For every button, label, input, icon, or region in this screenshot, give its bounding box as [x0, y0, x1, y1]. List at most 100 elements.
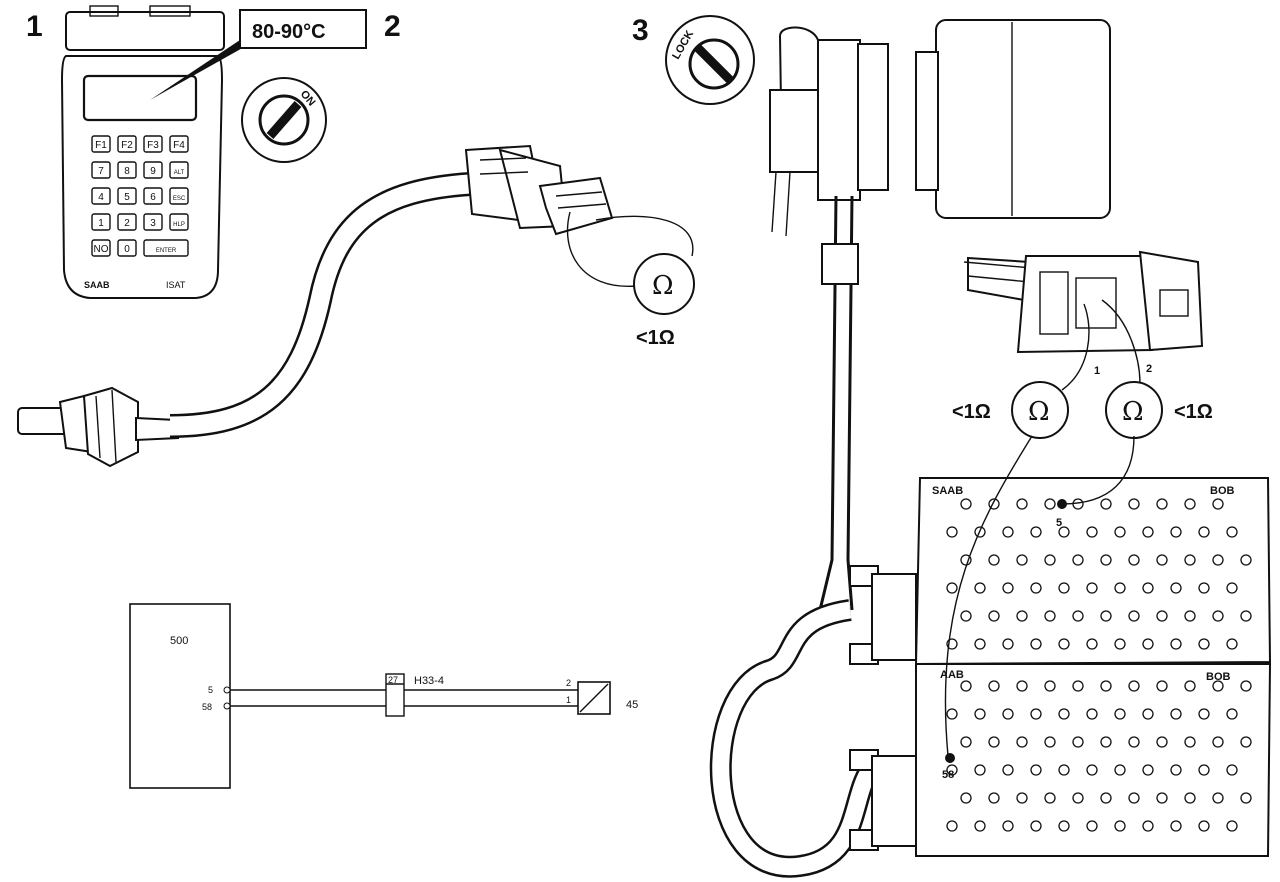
connector-id: H33-4 [414, 675, 444, 687]
bob-pin-hole [960, 680, 972, 692]
bob-pin-hole [1100, 792, 1112, 804]
tester-key-label: F3 [147, 140, 159, 151]
bob-top-brand: SAAB [932, 485, 963, 497]
tester-key [143, 135, 163, 153]
bob-pin-hole [1016, 792, 1028, 804]
tester-key-label: ENTER [156, 248, 177, 254]
tester-brand: SAAB [84, 280, 110, 290]
bob-pin-hole [1016, 736, 1028, 748]
bob-pin-hole [1226, 708, 1238, 720]
meter-lead-b [595, 215, 694, 257]
bob-pin-hole [1142, 526, 1154, 538]
bob-pin-hole [1114, 764, 1126, 776]
bob-pin-hole [1212, 498, 1224, 510]
bob-pin-hole [1086, 820, 1098, 832]
tester-key-label: ESC [173, 196, 186, 202]
bob-pin-5-label: 5 [1056, 517, 1062, 529]
bob-pin-hole [1156, 680, 1168, 692]
bob-pin-hole [1142, 820, 1154, 832]
ecu-pin-58: 58 [202, 702, 212, 712]
bob-pin-hole [1044, 610, 1056, 622]
tester-key-label: NO [94, 244, 109, 255]
bob-pin-hole [1072, 792, 1084, 804]
tester-key-label: F1 [95, 140, 107, 151]
bob-pin-hole [1156, 736, 1168, 748]
bob-pin-hole [1002, 708, 1014, 720]
bob-pin-hole [1016, 610, 1028, 622]
bob-pin-hole [1016, 498, 1028, 510]
bob-pin-hole [1058, 764, 1070, 776]
bob-pin-hole [974, 638, 986, 650]
bob-pin-hole [1212, 554, 1224, 566]
bob-pin-hole [1114, 526, 1126, 538]
bob-pin-hole [1058, 708, 1070, 720]
ecu-pin-5: 5 [208, 685, 213, 695]
bob-pin-hole [1156, 554, 1168, 566]
ecu-number: 500 [170, 635, 188, 647]
breakout-box-top: SAAB BOB [914, 477, 1272, 666]
bob-pin-hole [1100, 554, 1112, 566]
bob-top-label: BOB [1210, 485, 1235, 497]
tester-key [169, 187, 189, 205]
bob-pin-hole [1128, 680, 1140, 692]
bob-pin-hole [1100, 736, 1112, 748]
bob-pin-hole [1058, 582, 1070, 594]
ohmmeter-3: Ω [1105, 381, 1163, 439]
bob-pin-hole [1240, 610, 1252, 622]
ecu-box [129, 603, 231, 789]
bob-pin-hole [1198, 708, 1210, 720]
sensor-terminal-1: 1 [566, 695, 571, 705]
bob-pin-hole [1030, 820, 1042, 832]
bob-pin-hole [1100, 498, 1112, 510]
bob-pin-hole [1086, 526, 1098, 538]
tester-key-label: F2 [121, 140, 133, 151]
sensor-connector-3 [963, 250, 1204, 354]
resistance-spec-3: <1Ω [1174, 401, 1213, 423]
bob-pin-hole [1226, 820, 1238, 832]
bob-pin-hole [1170, 820, 1182, 832]
bob-pin-hole [1226, 764, 1238, 776]
bob-pin-hole [988, 610, 1000, 622]
bob-pin-hole [1114, 582, 1126, 594]
bob-pin-hole [1058, 820, 1070, 832]
bob-pin-hole [1170, 526, 1182, 538]
bob-pin-hole [988, 792, 1000, 804]
bob-pin-5-dot [1057, 499, 1067, 509]
bob-pin-hole [1002, 582, 1014, 594]
tester-key-label: 2 [124, 218, 130, 229]
bob-pin-hole [1030, 582, 1042, 594]
bob-pin-hole [1184, 680, 1196, 692]
bob-pin-hole [1212, 792, 1224, 804]
bob-pin-hole [946, 582, 958, 594]
bob-pin-hole [1198, 764, 1210, 776]
bob-pin-hole [946, 708, 958, 720]
bob-pin-hole [1114, 820, 1126, 832]
bob-pin-hole [1030, 764, 1042, 776]
ohmmeter-2: Ω [1011, 381, 1069, 439]
tester-key-label: F4 [173, 140, 185, 151]
bob-pin-hole [1240, 736, 1252, 748]
bob-pin-hole [1044, 680, 1056, 692]
bob-pin-hole [1072, 680, 1084, 692]
bob-bottom-brand: AAB [940, 669, 964, 681]
tester-key-label: 0 [124, 244, 130, 255]
bob-pin-hole [1100, 610, 1112, 622]
bob-pin-58-dot [945, 753, 955, 763]
bob-pin-hole [1002, 638, 1014, 650]
sensor-pin-1-label: 1 [1094, 365, 1100, 377]
bob-pin-hole [1058, 526, 1070, 538]
bob-pin-hole [1212, 680, 1224, 692]
tester-model: ISAT [166, 280, 186, 290]
bob-pin-hole [988, 680, 1000, 692]
bob-pin-hole [1002, 820, 1014, 832]
bob-pin-hole [1142, 764, 1154, 776]
tester-display [82, 74, 198, 122]
sensor-connector [464, 144, 614, 236]
tester-key-label: ALT [174, 170, 185, 176]
bob-pin-hole [1156, 792, 1168, 804]
tester-key-label: 3 [150, 218, 156, 229]
bob-pin-hole [1226, 638, 1238, 650]
step-3-number: 3 [632, 14, 649, 47]
resistance-spec-2: <1Ω [952, 401, 991, 423]
ignition-switch-on: ON [241, 77, 327, 163]
